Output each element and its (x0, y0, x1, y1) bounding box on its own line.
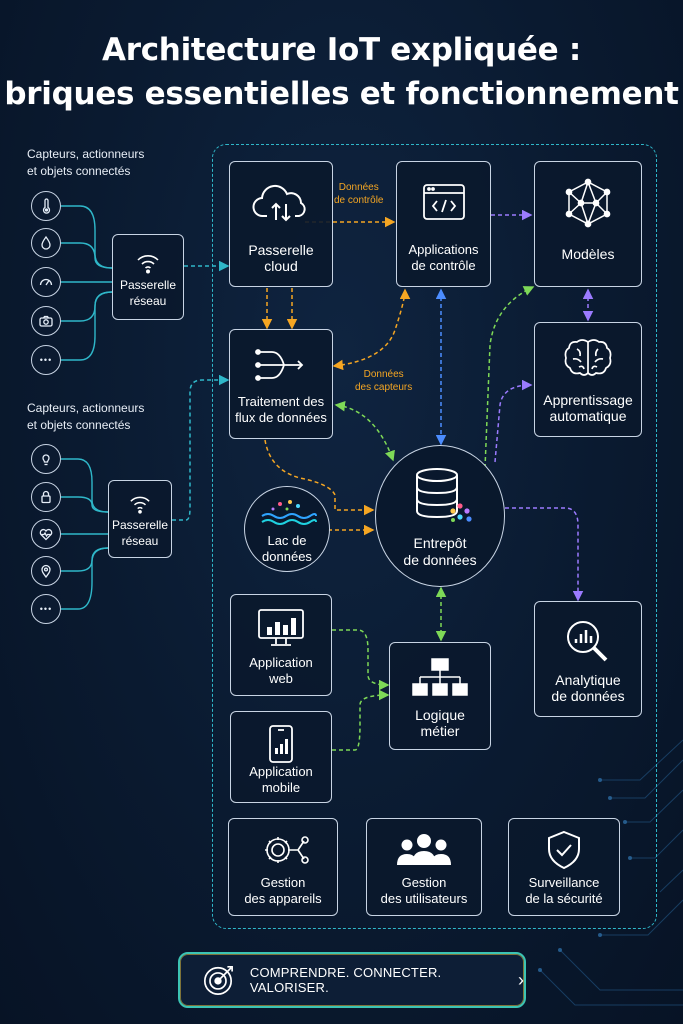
control-data-annotation: Données de contrôle (334, 182, 384, 206)
code-window-icon (422, 184, 465, 220)
business-logic-node[interactable]: Logique métier (389, 642, 491, 750)
data-warehouse-node[interactable]: Entrepôt de données (375, 445, 505, 587)
data-lake-node[interactable]: Lac de données (244, 486, 330, 572)
lock-icon[interactable] (31, 482, 61, 512)
mobile-app-node[interactable]: Application mobile (230, 711, 332, 803)
data-analytics-label: Analytique de données (551, 672, 625, 704)
machine-learning-label: Apprentissage automatique (543, 392, 633, 424)
architecture-frame (212, 144, 657, 929)
brain-icon (564, 339, 612, 376)
smartphone-icon (269, 725, 293, 763)
sensor-data-annotation: Données des capteurs (355, 369, 413, 393)
banner-text: COMPRENDRE. CONNECTER. VALORISER. (249, 965, 442, 995)
wifi-icon (130, 496, 150, 514)
page-title: Architecture IoT expliquée : briques ess… (4, 32, 679, 112)
gear-network-icon (265, 836, 309, 864)
users-icon (397, 834, 451, 865)
stream-processing-label: Traitement des flux de données (235, 394, 327, 425)
security-monitoring-node[interactable]: Surveillance de la sécurité (508, 818, 620, 916)
devices-group-2-label: Capteurs, actionneurs et objets connecté… (27, 401, 145, 432)
web-app-node[interactable]: Application web (230, 594, 332, 696)
wifi-icon (137, 255, 159, 274)
footer-banner[interactable]: COMPRENDRE. CONNECTER. VALORISER. › (178, 952, 526, 1008)
security-monitoring-label: Surveillance de la sécurité (525, 875, 603, 906)
control-apps-node[interactable]: Applications de contrôle (396, 161, 491, 287)
data-analytics-node[interactable]: Analytique de données (534, 601, 642, 717)
lake-icon (261, 500, 317, 525)
gauge-icon[interactable] (31, 267, 61, 297)
lightbulb-icon[interactable] (31, 444, 61, 474)
gateway-label: Passerelle réseau (111, 518, 169, 548)
user-management-label: Gestion des utilisateurs (380, 875, 468, 906)
data-stream-icon (255, 349, 304, 381)
devices-group-1-label: Capteurs, actionneurs et objets connecté… (27, 147, 145, 178)
chevron-right-icon: › (518, 969, 524, 990)
analytics-magnifier-icon (567, 621, 608, 662)
camera-icon[interactable] (31, 306, 61, 336)
models-node[interactable]: Modèles (534, 161, 642, 287)
user-management-node[interactable]: Gestion des utilisateurs (366, 818, 482, 916)
network-gateway-2[interactable]: Passerelle réseau (108, 480, 172, 558)
monitor-chart-icon (258, 609, 304, 646)
neural-network-icon (565, 178, 611, 228)
mobile-app-label: Application mobile (249, 764, 313, 795)
database-icon (416, 468, 472, 522)
cloud-icon (252, 184, 306, 222)
hierarchy-icon (412, 658, 468, 696)
location-pin-icon[interactable] (31, 556, 61, 586)
more-icon[interactable]: ••• (31, 345, 61, 375)
network-gateway-1[interactable]: Passerelle réseau (112, 234, 184, 320)
shield-check-icon (548, 830, 580, 870)
web-app-label: Application web (249, 655, 313, 686)
machine-learning-node[interactable]: Apprentissage automatique (534, 322, 642, 437)
device-management-node[interactable]: Gestion des appareils (228, 818, 338, 916)
device-management-label: Gestion des appareils (244, 875, 322, 906)
gateway-label: Passerelle réseau (119, 278, 177, 308)
control-apps-label: Applications de contrôle (408, 242, 479, 273)
heart-rate-icon[interactable] (31, 519, 61, 549)
more-icon[interactable]: ••• (31, 594, 61, 624)
business-logic-label: Logique métier (415, 707, 465, 739)
stream-processing-node[interactable]: Traitement des flux de données (229, 329, 333, 439)
data-warehouse-label: Entrepôt de données (403, 535, 477, 568)
cloud-gateway-node[interactable]: Passerelle cloud (229, 161, 333, 287)
data-lake-label: Lac de données (262, 533, 312, 564)
cloud-gateway-label: Passerelle cloud (248, 242, 314, 274)
water-drop-icon[interactable] (31, 228, 61, 258)
models-label: Modèles (561, 246, 615, 262)
target-icon (203, 965, 233, 995)
thermometer-icon[interactable] (31, 191, 61, 221)
